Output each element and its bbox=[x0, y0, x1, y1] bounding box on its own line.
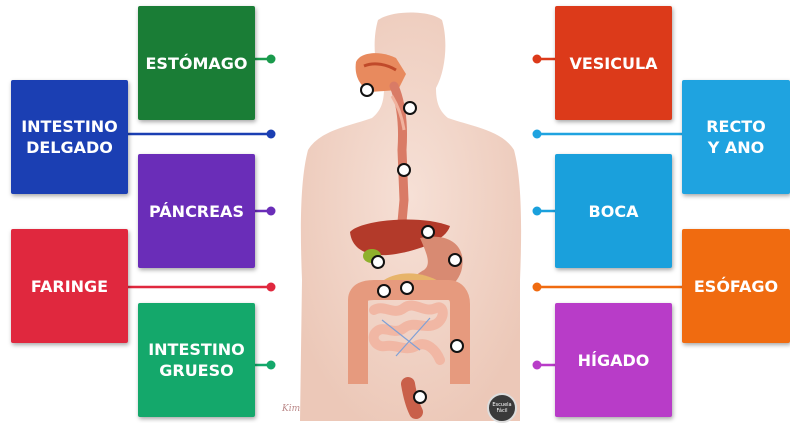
label-vesicula[interactable]: VESICULA bbox=[555, 6, 672, 120]
label-intestino-grueso[interactable]: INTESTINO GRUESO bbox=[138, 303, 255, 417]
label-faringe[interactable]: FARINGE bbox=[11, 229, 128, 343]
label-text: INTESTINO DELGADO bbox=[21, 116, 118, 158]
label-pancreas[interactable]: PÁNCREAS bbox=[138, 154, 255, 268]
digestive-system-illustration bbox=[290, 0, 530, 421]
label-text: ESTÓMAGO bbox=[145, 53, 247, 74]
artist-signature: Kim bbox=[282, 404, 300, 414]
connector-dot-faringe[interactable] bbox=[267, 283, 276, 292]
marker-point bbox=[378, 285, 390, 297]
label-text: VESICULA bbox=[569, 53, 657, 74]
logo-badge: Escuela Fácil bbox=[487, 393, 517, 423]
marker-point bbox=[451, 340, 463, 352]
label-estomago[interactable]: ESTÓMAGO bbox=[138, 6, 255, 120]
label-text: PÁNCREAS bbox=[149, 201, 244, 222]
label-text: BOCA bbox=[589, 201, 639, 222]
marker-point bbox=[361, 84, 373, 96]
label-boca[interactable]: BOCA bbox=[555, 154, 672, 268]
label-text: ESÓFAGO bbox=[694, 276, 778, 297]
connector-dot-boca[interactable] bbox=[533, 207, 542, 216]
marker-point bbox=[401, 282, 413, 294]
marker-point bbox=[414, 391, 426, 403]
connector-dot-intestino-grueso[interactable] bbox=[267, 361, 276, 370]
label-text: FARINGE bbox=[31, 276, 108, 297]
connector-dot-esofago[interactable] bbox=[533, 283, 542, 292]
marker-point bbox=[372, 256, 384, 268]
label-intestino-delgado[interactable]: INTESTINO DELGADO bbox=[11, 80, 128, 194]
connector-dot-pancreas[interactable] bbox=[267, 207, 276, 216]
label-esofago[interactable]: ESÓFAGO bbox=[682, 229, 790, 343]
marker-point bbox=[404, 102, 416, 114]
label-higado[interactable]: HÍGADO bbox=[555, 303, 672, 417]
label-recto-y-ano[interactable]: RECTO Y ANO bbox=[682, 80, 790, 194]
label-text: HÍGADO bbox=[578, 350, 650, 371]
connector-dot-vesicula[interactable] bbox=[533, 55, 542, 64]
torso-silhouette bbox=[300, 13, 521, 422]
marker-point bbox=[398, 164, 410, 176]
connector-dot-intestino-delgado[interactable] bbox=[267, 130, 276, 139]
label-text: RECTO Y ANO bbox=[706, 116, 766, 158]
marker-point bbox=[422, 226, 434, 238]
label-text: INTESTINO GRUESO bbox=[148, 339, 245, 381]
connector-dot-recto-y-ano[interactable] bbox=[533, 130, 542, 139]
connector-dot-estomago[interactable] bbox=[267, 55, 276, 64]
connector-dot-higado[interactable] bbox=[533, 361, 542, 370]
marker-point bbox=[449, 254, 461, 266]
